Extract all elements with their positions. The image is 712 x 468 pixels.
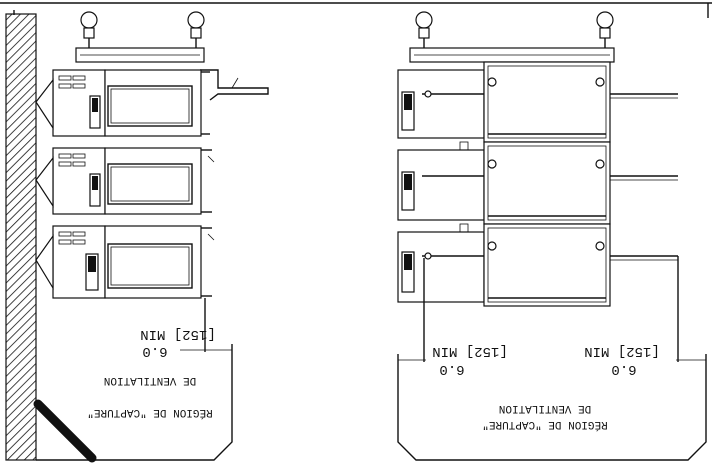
- right-oven-deck-2: [397, 141, 678, 225]
- right-oven-deck-1: [397, 61, 678, 143]
- left-dim-imperial: 6.0: [142, 343, 167, 359]
- left-dim-metric: [152] MIN: [140, 326, 216, 342]
- right-right-dim-imperial: 6.0: [611, 361, 636, 377]
- right-region-line2: DE VENTILATION: [499, 402, 591, 414]
- left-view: [152] MIN 6.0 RÉGION DE "CAPTURE" DE VEN…: [5, 11, 269, 463]
- right-left-dim-metric: [152] MIN: [432, 343, 508, 359]
- right-caster-1: [415, 11, 433, 48]
- wall-hatch: [5, 13, 37, 461]
- left-oven-deck-2: [35, 147, 215, 215]
- left-region-line1: RÉGION DE "CAPTURE": [87, 406, 212, 420]
- right-view: [152] MIN 6.0 [152] MIN 6.0 RÉGION DE "C…: [397, 11, 707, 461]
- right-left-dim-imperial: 6.0: [439, 361, 464, 377]
- right-capture-region: [397, 372, 707, 461]
- left-duct-bar: [33, 399, 97, 463]
- left-caster-2: [187, 11, 205, 48]
- right-right-dim-metric: [152] MIN: [584, 343, 660, 359]
- right-region-line1: RÉGION DE "CAPTURE": [482, 418, 607, 432]
- left-conveyor-extension: [200, 69, 269, 101]
- left-region-line2: DE VENTILATION: [104, 374, 196, 386]
- left-oven-deck-3: [35, 225, 215, 299]
- left-capture-region: [36, 372, 233, 461]
- left-oven-deck-1: [35, 69, 210, 137]
- right-oven-deck-3: [397, 223, 678, 307]
- left-caster-1: [80, 11, 98, 48]
- right-caster-2: [596, 11, 614, 48]
